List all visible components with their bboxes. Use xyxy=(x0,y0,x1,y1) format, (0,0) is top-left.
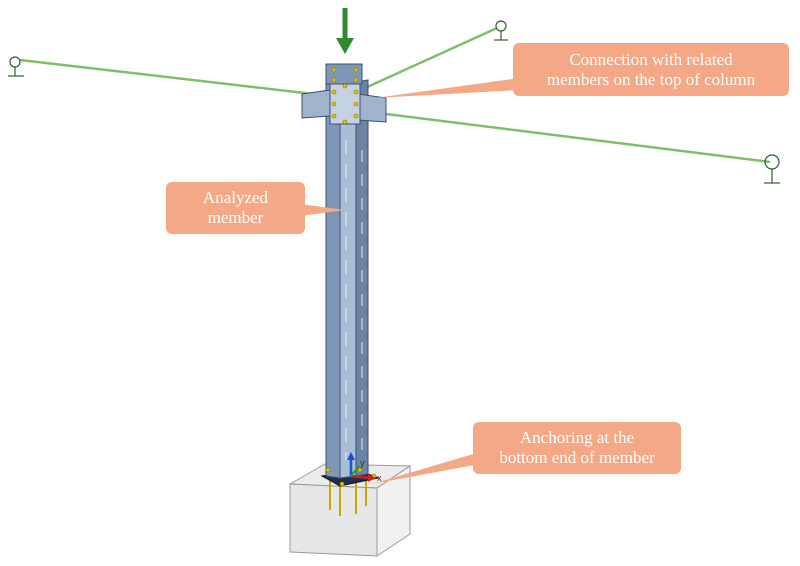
callout-top-connection: Connection with related members on the t… xyxy=(513,43,789,96)
leader-anchor xyxy=(372,452,480,484)
callout-analyzed-member: Analyzed member xyxy=(166,182,305,234)
column xyxy=(325,77,369,479)
support-symbol-icon xyxy=(8,56,24,77)
callout-leaders xyxy=(300,78,520,484)
beam-line-back xyxy=(364,26,498,90)
callout-anchoring: Anchoring at the bottom end of member xyxy=(473,422,681,474)
callout-top-line1: Connection with related xyxy=(569,49,733,69)
callout-member-line2: member xyxy=(207,208,264,227)
axis-label-x: x xyxy=(377,473,382,483)
axis-label-y: y xyxy=(360,458,365,468)
axis-triad-icon: y x xyxy=(347,452,382,483)
callout-anchor-line1: Anchoring at the xyxy=(519,428,635,447)
load-arrow-icon xyxy=(336,8,354,54)
beam-line-right xyxy=(369,110,771,164)
support-symbol-icon xyxy=(494,20,508,41)
callout-anchor-line2: bottom end of member xyxy=(499,448,655,467)
beam-lines xyxy=(19,26,771,164)
beam-line-left xyxy=(19,58,331,98)
support-symbol-icon xyxy=(764,154,780,184)
callout-top-line2: members on the top of column xyxy=(546,69,756,89)
leader-top xyxy=(375,78,520,98)
top-connection xyxy=(301,63,387,125)
callout-member-line1: Analyzed xyxy=(202,188,269,207)
leader-member xyxy=(300,204,345,216)
